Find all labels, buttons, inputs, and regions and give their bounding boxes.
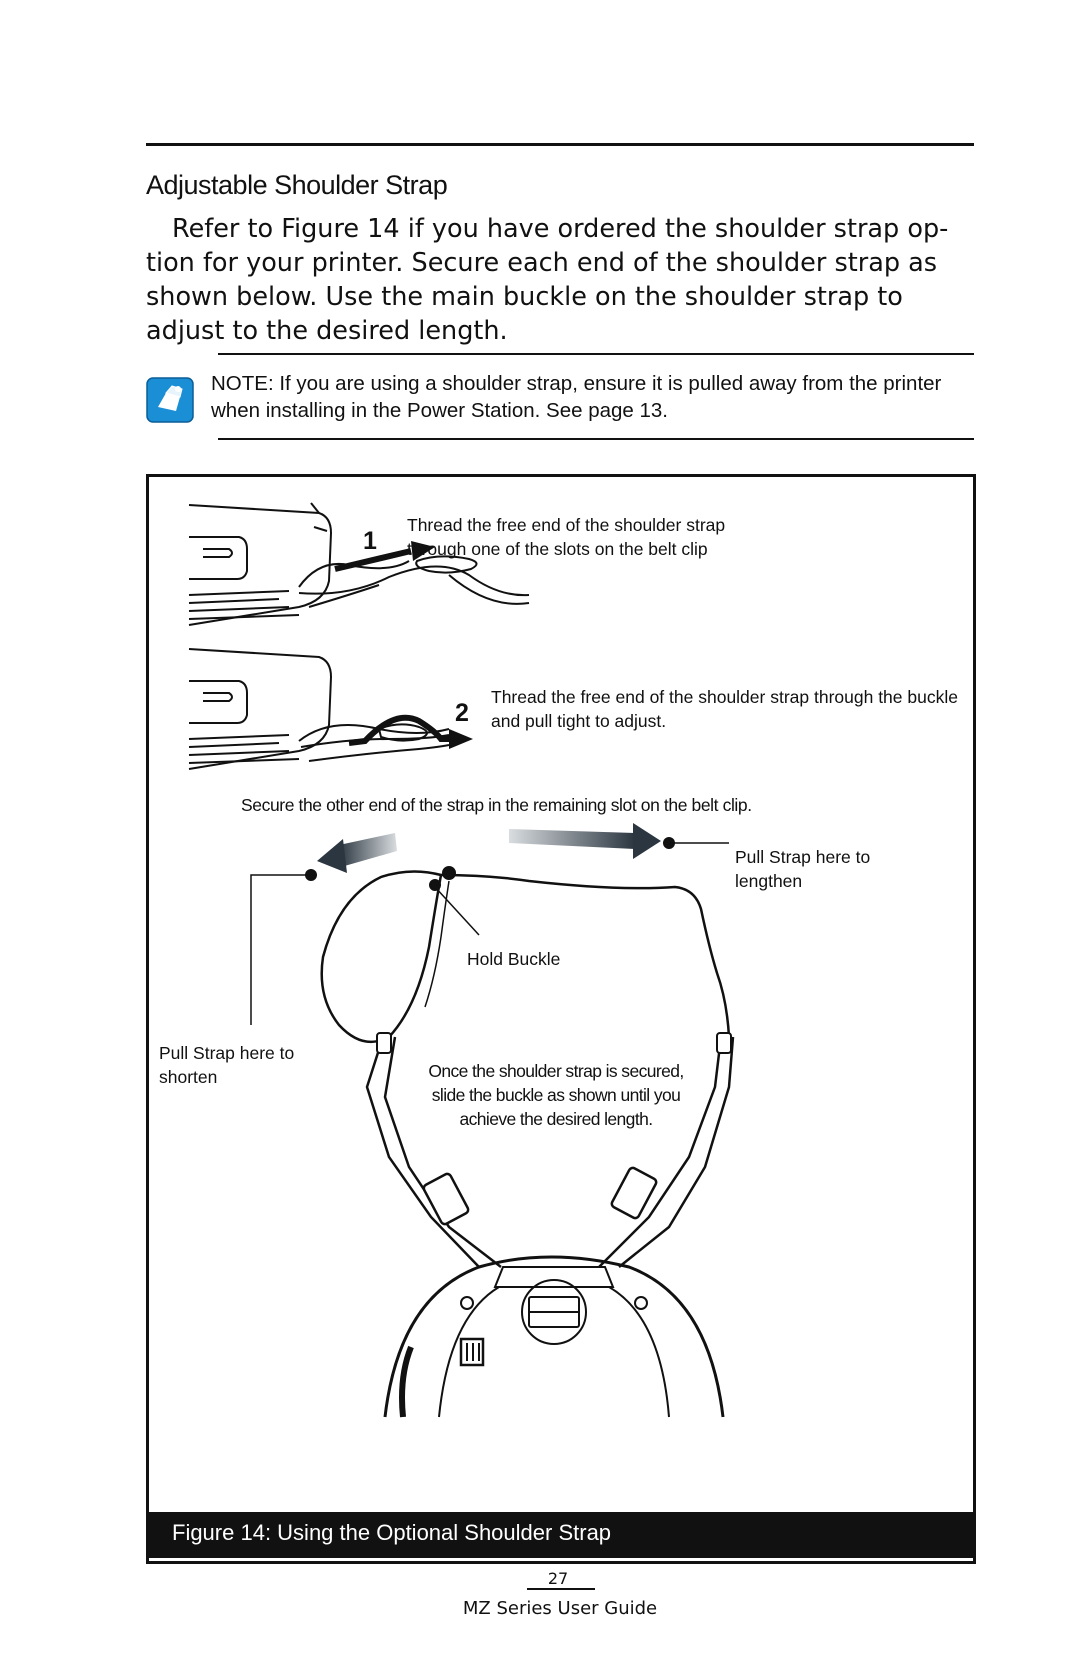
section-title: Adjustable Shoulder Strap <box>146 170 448 200</box>
hold-buckle-label: Hold Buckle <box>467 949 561 969</box>
figure-caption-bar: Figure 14: Using the Optional Shoulder S… <box>146 1512 976 1558</box>
step-1-number: 1 <box>363 527 377 555</box>
pull-lengthen-label: Pull Strap here to lengthen <box>735 847 871 891</box>
pull-shorten-label: Pull Strap here to shorten <box>159 1043 295 1087</box>
page-number-rule <box>527 1588 595 1590</box>
figure-box: 1 Thread the free end of the shoulder st… <box>146 474 976 1564</box>
note-rule-top <box>218 353 974 355</box>
page-number: 27 <box>547 1569 569 1588</box>
slide-text: Once the shoulder strap is secured, slid… <box>428 1061 684 1129</box>
note-hand-icon <box>146 377 194 423</box>
step-2-number: 2 <box>455 699 469 727</box>
figure-caption: Figure 14: Using the Optional Shoulder S… <box>172 1520 612 1545</box>
note-rule-bottom <box>218 438 974 440</box>
footer-guide-title: MZ Series User Guide <box>462 1598 658 1619</box>
top-rule <box>146 143 974 146</box>
step-2-text: Thread the free end of the shoulder stra… <box>491 687 958 731</box>
secure-text: Secure the other end of the strap in the… <box>241 795 752 815</box>
body-paragraph: Refer to Figure 14 if you have ordered t… <box>146 214 949 346</box>
shoulder-strap-illustration <box>188 502 735 1418</box>
note-text: NOTE: If you are using a shoulder strap,… <box>211 372 942 422</box>
step-1-text: Thread the free end of the shoulder stra… <box>407 515 726 559</box>
